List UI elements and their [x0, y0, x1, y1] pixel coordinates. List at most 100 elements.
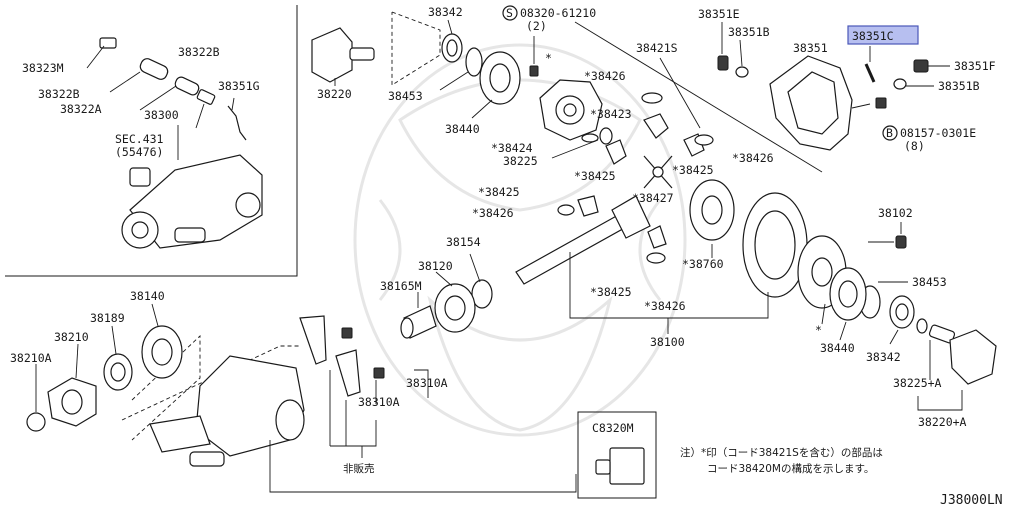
label-38310a-1: 38310A — [406, 376, 448, 390]
inset-mount-55476 — [129, 167, 151, 187]
part-bearing-38440-right[interactable] — [829, 267, 867, 321]
part-flange-38220[interactable] — [311, 27, 375, 83]
part-washer-38426-b[interactable] — [694, 134, 714, 146]
b-mark-badge: B — [882, 125, 898, 141]
part-pinion-gear-38425-a[interactable] — [605, 139, 627, 165]
svg-text:B: B — [886, 126, 893, 140]
label-38210a: 38210A — [10, 351, 52, 365]
label-38426-b: *38426 — [732, 151, 774, 165]
part-sealant-c8320m[interactable] — [577, 411, 657, 499]
label-38351f: 38351F — [954, 59, 996, 73]
part-ring-gear-38100[interactable] — [742, 192, 808, 298]
part-washer-38426-d[interactable] — [646, 252, 666, 264]
inset-clamp-38322a — [196, 89, 216, 105]
label-38310a-2: 38310A — [358, 395, 400, 409]
label-b-spec: 08157-0301E — [900, 126, 976, 140]
note-line-1: 注）*印（コード38421Sを含む）の部品は — [680, 446, 883, 459]
part-flange-38210[interactable] — [47, 377, 97, 427]
part-gear-38423[interactable] — [643, 113, 669, 139]
part-seal-38342[interactable] — [441, 33, 463, 63]
label-b-qty: (8) — [904, 139, 925, 153]
label-38189: 38189 — [90, 311, 125, 325]
inset-label-38322a: 38322A — [60, 102, 102, 116]
part-side-gear-38760[interactable] — [689, 179, 735, 241]
part-washer-38426-a[interactable] — [641, 92, 663, 104]
part-bearing-38120[interactable] — [434, 283, 476, 333]
inset-boot-38322b — [139, 58, 169, 80]
label-38425-d: *38425 — [590, 285, 632, 299]
s-mark-badge: S — [502, 5, 518, 21]
part-cross-shaft-38427[interactable] — [643, 155, 673, 189]
part-washer-38424[interactable] — [581, 133, 599, 143]
part-bearing-38154[interactable] — [471, 279, 493, 309]
dashed-housing-link — [121, 345, 300, 421]
part-gasket-38351b[interactable] — [735, 66, 749, 78]
part-seal-38342-right[interactable] — [889, 295, 915, 329]
part-stud-38351c[interactable] — [864, 63, 876, 83]
label-star-1: * — [545, 51, 552, 65]
part-side-gear-38425-c[interactable] — [577, 195, 599, 217]
inset-label-sec431: SEC.431 — [115, 132, 164, 146]
part-shim-38453-top[interactable] — [465, 47, 483, 77]
inset-label-38323m: 38323M — [22, 61, 64, 75]
label-38100: 38100 — [650, 335, 685, 349]
diagram-code: J38000LN — [940, 493, 1003, 508]
label-38440-top: 38440 — [445, 122, 480, 136]
part-gasket-38351b-2[interactable] — [893, 78, 907, 90]
part-bracket-38310a-right[interactable] — [335, 349, 385, 397]
dashed-group-outline — [391, 11, 441, 86]
part-ring-38225a[interactable] — [916, 318, 928, 334]
part-rear-cover-38351[interactable] — [769, 55, 853, 151]
part-bolt-38102[interactable] — [895, 235, 907, 249]
dashed-group-left — [131, 334, 201, 441]
part-filler-plug-38351f[interactable] — [913, 59, 929, 73]
label-38210: 38210 — [54, 330, 89, 344]
label-38120: 38120 — [418, 259, 453, 273]
label-38425-c: *38425 — [478, 185, 520, 199]
label-bolt-qty: (2) — [526, 19, 547, 33]
inset-label-55476: (55476) — [115, 145, 163, 159]
label-38423: *38423 — [590, 107, 632, 121]
highlight-box-38351c[interactable] — [847, 25, 919, 45]
label-38102: 38102 — [878, 206, 913, 220]
label-38165m: 38165M — [380, 279, 422, 293]
part-pinion-gear-38425-d[interactable] — [647, 225, 667, 249]
inset-label-38322b-2: 38322B — [38, 87, 80, 101]
part-carrier-housing[interactable] — [149, 355, 305, 467]
part-flange-38220a[interactable] — [928, 324, 997, 385]
part-bracket-38310a-left[interactable] — [299, 315, 353, 365]
part-bolt-08157[interactable] — [851, 97, 887, 109]
label-c8320m: C8320M — [592, 421, 634, 435]
label-38760: *38760 — [682, 257, 724, 271]
label-38440-right: 38440 — [820, 341, 855, 355]
inset-diff-38300 — [129, 154, 263, 249]
label-38453-top: 38453 — [388, 89, 423, 103]
part-diff-case-38421s[interactable] — [539, 79, 603, 141]
part-bearing-38140[interactable] — [141, 325, 183, 379]
part-seal-38189[interactable] — [103, 353, 133, 391]
part-spacer-38165m[interactable] — [400, 305, 437, 339]
label-38425-a: *38425 — [574, 169, 616, 183]
part-ring-38225[interactable] — [599, 127, 613, 145]
label-star-2: * — [815, 323, 822, 337]
label-38424: *38424 — [491, 141, 533, 155]
part-drain-plug-38351e[interactable] — [717, 55, 729, 71]
part-bearing-38440-top[interactable] — [479, 51, 521, 105]
label-38421s: 38421S — [636, 41, 678, 55]
inset-boot-38322b-2 — [174, 76, 200, 96]
part-nut-38210a[interactable] — [26, 412, 46, 432]
label-38351: 38351 — [793, 41, 828, 55]
part-bolt-08320[interactable] — [529, 36, 539, 77]
watermark-emblem — [353, 43, 687, 437]
part-washer-38426-c[interactable] — [557, 204, 575, 216]
part-drive-pinion-38100[interactable] — [515, 195, 651, 285]
inset-breather-38351g — [227, 105, 247, 141]
label-38351c[interactable]: 38351C — [852, 29, 894, 43]
inset-label-38322b: 38322B — [178, 45, 220, 59]
label-bolt-spec: 08320-61210 — [520, 6, 596, 20]
label-38220a: 38220+A — [918, 415, 967, 429]
label-38453-right: 38453 — [912, 275, 947, 289]
inset-panel: 38323M 38322B 38322B 38322A 38300 38351G… — [5, 5, 298, 277]
label-38426-c: *38426 — [472, 206, 514, 220]
